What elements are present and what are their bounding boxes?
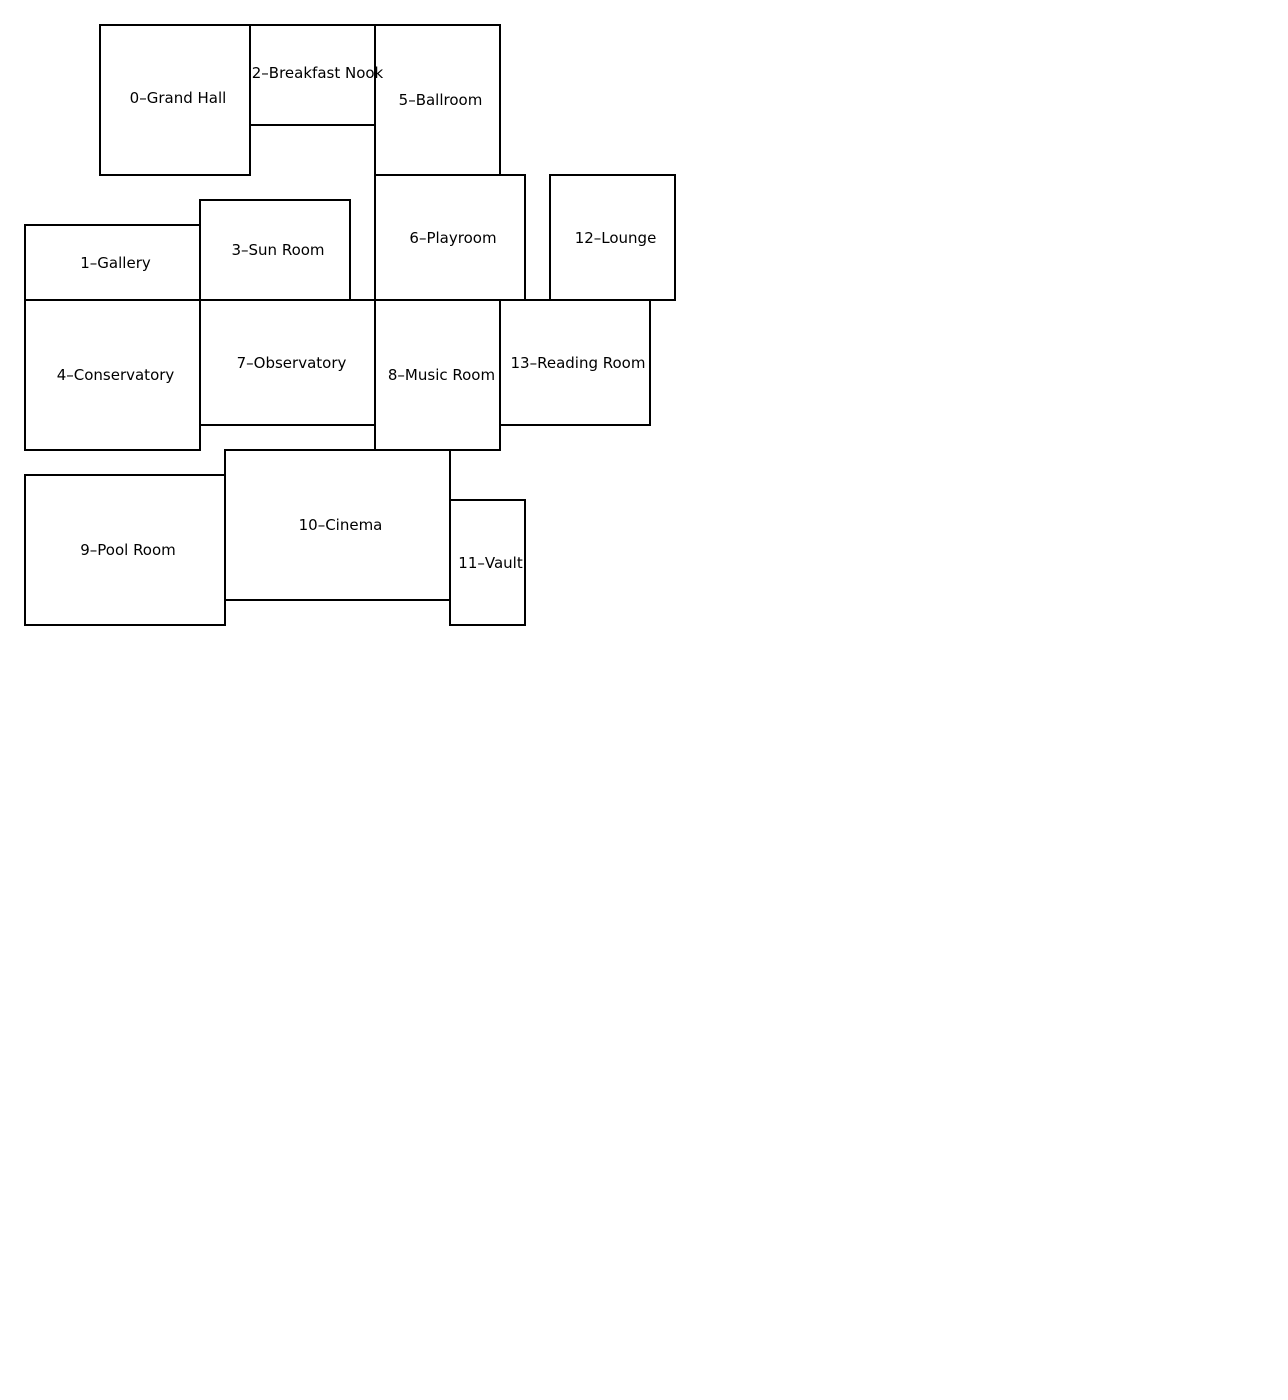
room-label: 4–Conservatory — [56, 366, 175, 384]
room-label: 7–Observatory — [236, 353, 347, 372]
room-label: 3–Sun Room — [231, 241, 325, 259]
room-playroom: 6–Playroom — [374, 174, 526, 301]
room-cinema: 10–Cinema — [224, 449, 451, 601]
room-sun-room: 3–Sun Room — [199, 199, 351, 301]
room-label: 13–Reading Room — [510, 353, 646, 372]
room-ballroom: 5–Ballroom — [374, 24, 501, 176]
room-lounge: 12–Lounge — [549, 174, 676, 301]
room-label: 12–Lounge — [574, 228, 657, 247]
room-label: 11–Vault — [458, 553, 523, 572]
room-gallery: 1–Gallery — [24, 224, 201, 301]
room-music-room: 8–Music Room — [374, 299, 501, 451]
room-breakfast-nook: 2–Breakfast Nook — [249, 24, 383, 126]
room-label: 1–Gallery — [80, 253, 151, 272]
room-label: 6–Playroom — [409, 228, 497, 247]
room-label: 9–Pool Room — [80, 541, 176, 559]
room-observatory: 7–Observatory — [199, 299, 376, 426]
room-conservatory: 4–Conservatory — [24, 299, 201, 451]
room-reading-room: 13–Reading Room — [499, 299, 651, 426]
room-vault: 11–Vault — [449, 499, 526, 626]
room-grand-hall: 0–Grand Hall — [99, 24, 251, 176]
room-label: 0–Grand Hall — [129, 89, 227, 107]
room-label: 5–Ballroom — [398, 91, 483, 109]
room-label: 8–Music Room — [387, 366, 496, 384]
room-pool-room: 9–Pool Room — [24, 474, 226, 626]
room-label: 10–Cinema — [298, 516, 383, 534]
room-label: 2–Breakfast Nook — [251, 64, 384, 82]
